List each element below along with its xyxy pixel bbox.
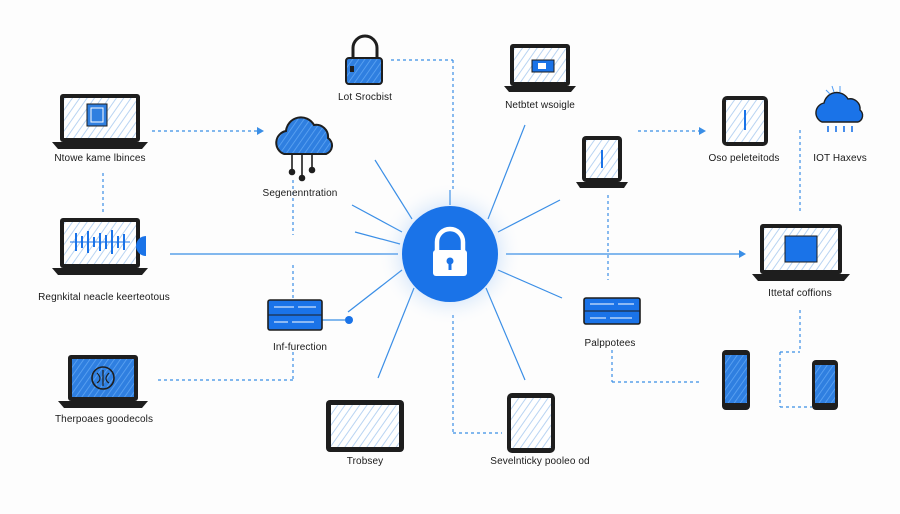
cloud-icon xyxy=(275,116,333,182)
node-label: Therpoaes goodecols xyxy=(54,414,154,425)
phone-icon xyxy=(812,360,838,410)
node-label: Palppotees xyxy=(584,338,636,349)
tablet-icon xyxy=(326,400,404,452)
node-label: Ntowe kame lbinces xyxy=(54,153,146,164)
phone-icon xyxy=(722,350,750,410)
central-hub xyxy=(378,182,522,326)
tablet-icon xyxy=(722,96,768,146)
laptop-icon xyxy=(52,94,148,149)
tablet-icon xyxy=(576,136,628,188)
node-label: Trobsey xyxy=(346,456,384,467)
laptop-icon xyxy=(504,44,576,92)
arrowhead xyxy=(257,127,264,135)
laptop-icon xyxy=(752,224,850,281)
node-label: Oso peleteitods xyxy=(708,153,780,164)
node-label: Netbtet wsoigle xyxy=(505,100,575,111)
tablet-icon xyxy=(507,393,555,453)
arrowhead xyxy=(739,250,746,258)
node-label: Regnkital neacle keerteotous xyxy=(38,292,170,303)
arrowhead xyxy=(699,127,706,135)
server-rack-icon xyxy=(583,297,641,325)
padlock-icon xyxy=(345,34,383,85)
node-label: Sevelnticky pooleo od xyxy=(490,456,590,467)
laptop-brain-icon xyxy=(58,355,148,408)
laptop-waveform-icon xyxy=(52,218,148,275)
connector-dot xyxy=(345,316,353,324)
node-label: IOT Haxevs xyxy=(813,153,867,164)
node-label: Inf-furection xyxy=(272,342,328,353)
cloud-rain-icon xyxy=(815,85,864,132)
padlock-icon xyxy=(433,226,467,276)
server-rack-icon xyxy=(267,299,323,331)
node-label: Segenenntration xyxy=(262,188,338,199)
node-label: Ittetaf coffions xyxy=(768,288,832,299)
node-label: Lot Srocbist xyxy=(337,92,393,103)
